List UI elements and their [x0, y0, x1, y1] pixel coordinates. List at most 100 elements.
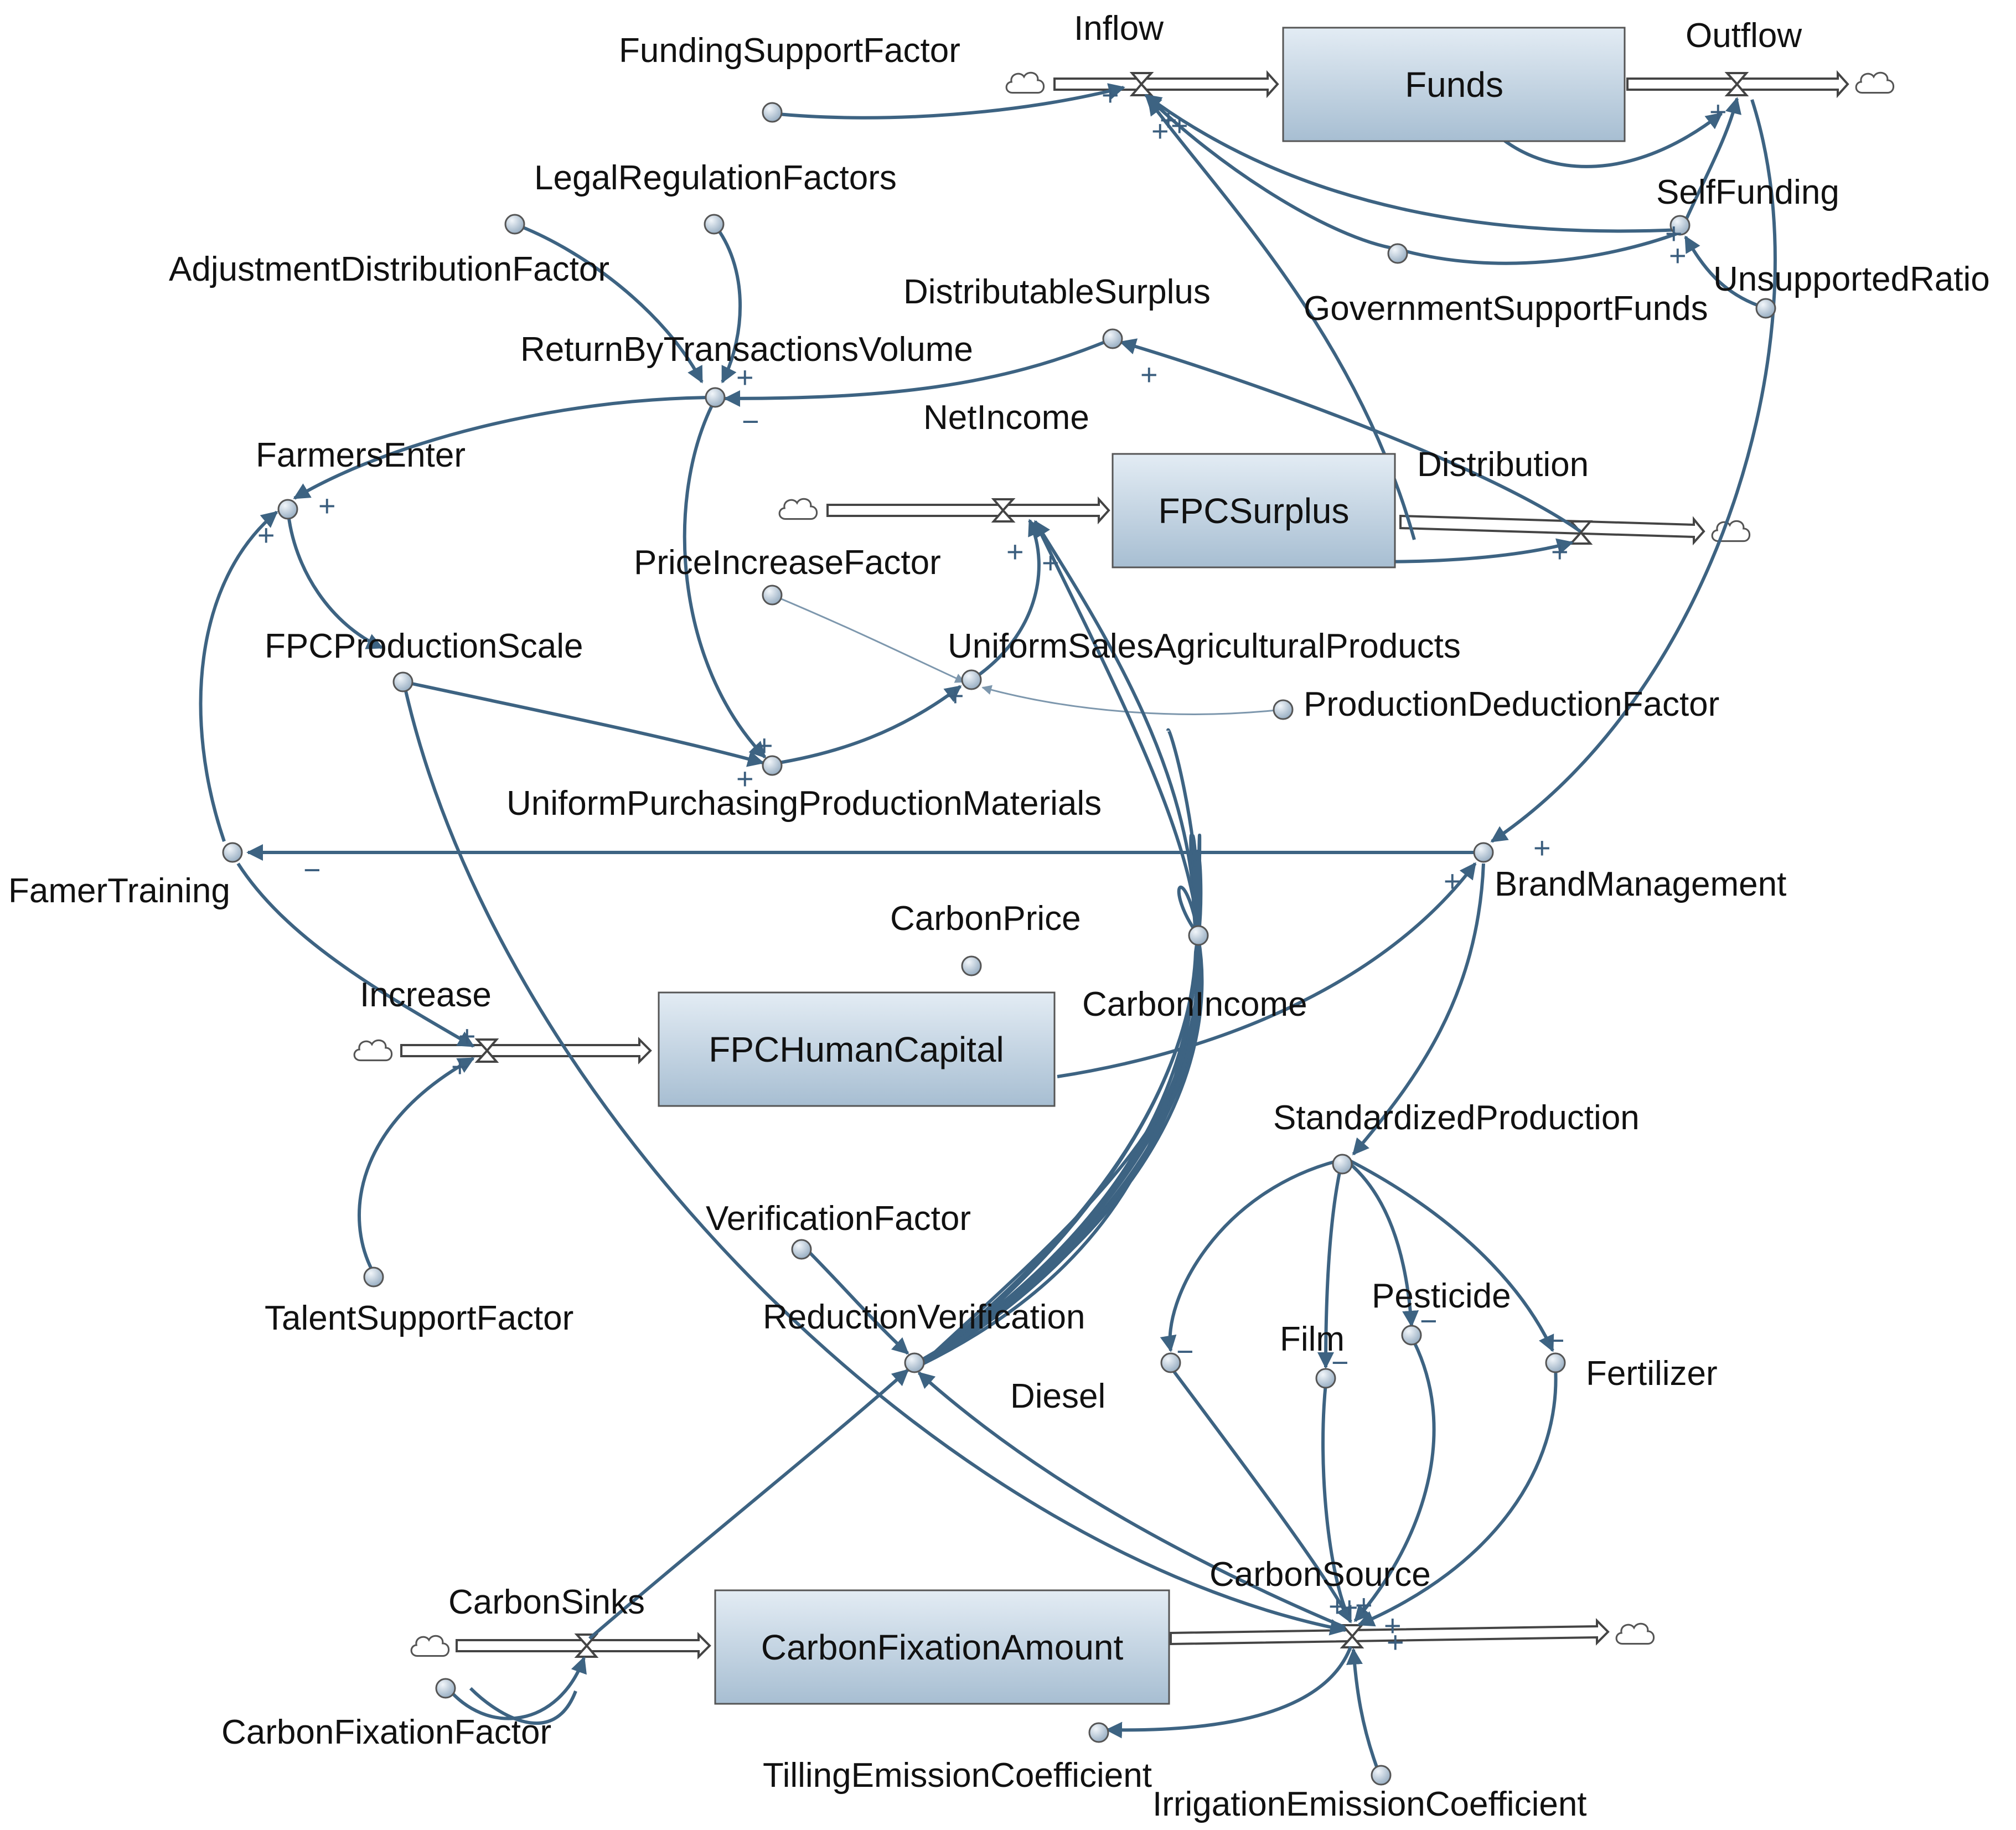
stock-fpc-surplus-label: FPCSurplus: [1159, 491, 1350, 531]
source-cloud-icon: [778, 498, 818, 520]
inflow-valve-icon[interactable]: [1129, 72, 1154, 96]
sign-plus: +: [1329, 1590, 1346, 1623]
stock-carbon-fixation-amount-label: CarbonFixationAmount: [761, 1627, 1124, 1667]
sink-cloud-icon: [1615, 1622, 1655, 1645]
node-price-increase-factor[interactable]: [762, 585, 783, 606]
sink-cloud-icon: [1855, 71, 1895, 94]
label-irrigation-emission-coefficient: IrrigationEmissionCoefficient: [1152, 1785, 1587, 1823]
carbon-source-pipe: [1170, 1618, 1655, 1648]
sign-plus: +: [1669, 239, 1687, 272]
node-uniform-sales-agricultural-products[interactable]: [961, 669, 982, 690]
sign-plus: +: [257, 519, 275, 552]
polarity-signs: + + + + + + + + + − + + + + + + + + − + …: [257, 79, 1727, 1659]
sign-minus: −: [303, 854, 321, 887]
sign-plus: +: [1341, 1591, 1358, 1624]
sign-plus: +: [1444, 865, 1461, 898]
node-production-deduction-factor[interactable]: [1273, 699, 1294, 720]
stock-funds-label: Funds: [1405, 65, 1503, 105]
node-funding-support-factor[interactable]: [762, 102, 783, 123]
sign-minus: −: [1331, 1346, 1349, 1379]
sign-plus: +: [1384, 1609, 1402, 1642]
flow-label-outflow: Outflow: [1686, 17, 1802, 55]
sign-plus: +: [736, 361, 754, 394]
node-talent-support-factor[interactable]: [363, 1266, 384, 1288]
sign-plus: +: [1551, 535, 1569, 568]
source-cloud-icon: [1005, 71, 1045, 94]
node-return-by-transactions-volume[interactable]: [705, 387, 726, 408]
flow-label-distribution: Distribution: [1417, 446, 1589, 484]
label-return-by-transactions-volume: ReturnByTransactionsVolume: [520, 330, 973, 369]
stock-fpc-human-capital[interactable]: FPCHumanCapital: [658, 991, 1056, 1107]
label-adjustment-distribution-factor: AdjustmentDistributionFactor: [169, 250, 609, 288]
label-diesel: Diesel: [1010, 1377, 1105, 1415]
sign-plus: +: [318, 489, 336, 523]
label-film: Film: [1280, 1320, 1345, 1358]
sign-plus: +: [458, 1020, 476, 1053]
node-distributable-surplus[interactable]: [1102, 328, 1123, 349]
node-film[interactable]: [1315, 1368, 1336, 1389]
node-famer-training[interactable]: [222, 842, 243, 863]
node-self-funding[interactable]: [1669, 215, 1691, 236]
label-unsupported-ratio: UnsupportedRatio: [1713, 260, 1990, 298]
node-carbon-price[interactable]: [961, 955, 982, 976]
variable-nodes: [222, 102, 1776, 1786]
node-brand-management[interactable]: [1473, 842, 1494, 863]
node-irrigation-emission-coefficient[interactable]: [1371, 1765, 1392, 1786]
distribution-pipe: [1399, 514, 1751, 546]
label-distributable-surplus: DistributableSurplus: [903, 273, 1211, 311]
sign-minus: −: [1176, 1335, 1194, 1368]
sign-plus: +: [1171, 109, 1188, 142]
node-fertilizer[interactable]: [1545, 1352, 1566, 1373]
sign-plus: +: [1709, 95, 1727, 128]
flow-label-increase: Increase: [360, 976, 492, 1014]
node-carbon-fixation-factor[interactable]: [435, 1678, 456, 1699]
node-adjustment-distribution-factor[interactable]: [504, 214, 525, 235]
stock-fpc-human-capital-label: FPCHumanCapital: [709, 1030, 1004, 1069]
label-legal-regulation-factors: LegalRegulationFactors: [534, 159, 897, 197]
sink-cloud-icon: [1711, 520, 1751, 542]
carbon-sinks-valve-icon[interactable]: [574, 1633, 599, 1658]
label-pesticide: Pesticide: [1372, 1277, 1511, 1315]
node-carbon-income[interactable]: [1188, 925, 1209, 946]
node-legal-regulation-factors[interactable]: [704, 214, 725, 235]
increase-valve-icon[interactable]: [474, 1038, 499, 1063]
sign-plus: +: [1006, 535, 1024, 568]
label-farmers-enter: FarmersEnter: [256, 436, 466, 474]
label-government-support-funds: GovernmentSupportFunds: [1304, 290, 1708, 328]
node-fpc-production-scale[interactable]: [392, 671, 413, 692]
node-unsupported-ratio[interactable]: [1755, 298, 1776, 319]
sign-plus: +: [1665, 217, 1683, 250]
source-cloud-icon: [410, 1635, 450, 1657]
label-fertilizer: Fertilizer: [1586, 1355, 1718, 1393]
sign-minus: −: [1420, 1305, 1438, 1338]
label-brand-management: BrandManagement: [1495, 865, 1786, 903]
node-tilling-emission-coefficient[interactable]: [1088, 1722, 1109, 1743]
node-standardized-production[interactable]: [1332, 1154, 1353, 1175]
stock-funds[interactable]: Funds: [1282, 27, 1626, 142]
node-government-support-funds[interactable]: [1387, 243, 1408, 264]
label-uniform-purchasing-production-materials: UniformPurchasingProductionMaterials: [506, 784, 1102, 823]
stocks: Funds FPCSurplus FPCHumanCapital CarbonF…: [658, 27, 1626, 1705]
flow-label-carbon-sinks: CarbonSinks: [448, 1583, 645, 1621]
label-self-funding: SelfFunding: [1656, 173, 1839, 211]
stock-carbon-fixation-amount[interactable]: CarbonFixationAmount: [714, 1589, 1170, 1705]
net-income-valve-icon[interactable]: [991, 498, 1016, 523]
node-diesel[interactable]: [1160, 1352, 1181, 1373]
label-uniform-sales-agricultural-products: UniformSalesAgriculturalProducts: [948, 627, 1461, 665]
node-verification-factor[interactable]: [791, 1239, 812, 1260]
node-uniform-purchasing-production-materials[interactable]: [762, 755, 783, 776]
sign-minus: −: [742, 405, 759, 438]
flow-label-net-income: NetIncome: [923, 399, 1089, 437]
sign-plus: +: [1140, 358, 1158, 391]
sign-plus: +: [451, 1050, 469, 1083]
label-standardized-production: StandardizedProduction: [1273, 1099, 1640, 1137]
label-funding-support-factor: FundingSupportFactor: [619, 32, 960, 70]
node-farmers-enter[interactable]: [277, 499, 298, 520]
carbon-sinks-pipe: [410, 1632, 711, 1660]
stock-fpc-surplus[interactable]: FPCSurplus: [1112, 453, 1396, 568]
source-cloud-icon: [353, 1039, 393, 1062]
node-reduction-verification[interactable]: [904, 1352, 925, 1373]
label-talent-support-factor: TalentSupportFactor: [265, 1299, 573, 1337]
outflow-valve-icon[interactable]: [1724, 72, 1749, 96]
node-pesticide[interactable]: [1401, 1325, 1422, 1346]
